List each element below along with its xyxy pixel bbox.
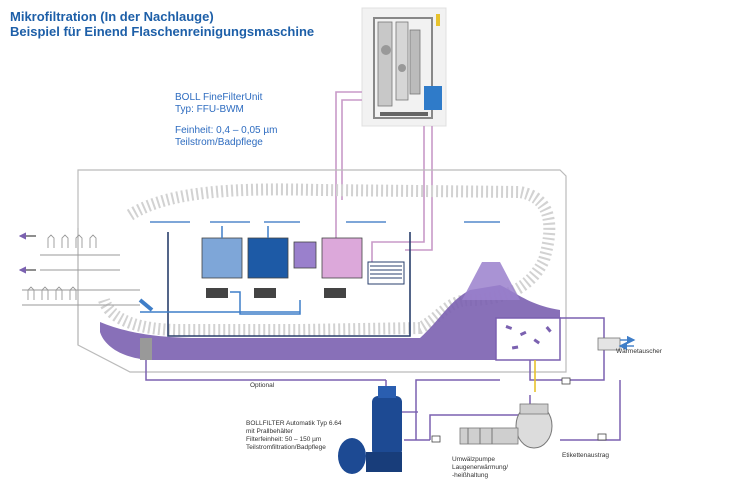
bottle-carrier-chain bbox=[98, 183, 556, 336]
zone-frame bbox=[167, 232, 411, 337]
tank-2 bbox=[247, 237, 289, 279]
infeed-paddle-icon bbox=[138, 298, 154, 312]
ffu-pipes bbox=[335, 91, 433, 282]
label-bollfilter-4: Teilstromfiltration/Badpflege bbox=[246, 444, 326, 451]
label-separator bbox=[495, 317, 561, 361]
label-pump-2: Laugenerwärmung/ bbox=[452, 464, 509, 471]
blue-pipes bbox=[140, 226, 301, 315]
labels-in-bath bbox=[505, 325, 552, 350]
tank-4 bbox=[321, 237, 363, 279]
heat-exchanger-icon bbox=[597, 335, 636, 351]
ffu-mode: Teilstrom/Badpflege bbox=[175, 137, 263, 148]
label-optional: Optional bbox=[250, 382, 275, 389]
lye-bath bbox=[100, 285, 560, 360]
ffu-name: BOLL FineFilterUnit bbox=[175, 92, 263, 103]
ffu-fineness: Feinheit: 0,4 – 0,05 µm bbox=[175, 125, 278, 136]
circulation-pump-icon bbox=[459, 403, 553, 449]
label-bollfilter-3: Filterfeinheit: 50 – 150 µm bbox=[246, 436, 322, 443]
title-line-1: Mikrofiltration (In der Nachlauge) bbox=[10, 9, 214, 24]
filter-box-icon bbox=[140, 338, 152, 360]
label-pump-3: -heißhaltung bbox=[452, 472, 489, 479]
tank-1 bbox=[201, 237, 243, 279]
bollfilter-icon bbox=[338, 386, 418, 474]
bottle-infeed-icon bbox=[22, 286, 140, 306]
fine-filter-unit-icon bbox=[361, 7, 447, 127]
label-bollfilter-2: mit Prallbehälter bbox=[246, 428, 293, 435]
instrument-icons bbox=[431, 377, 607, 443]
pump-icons bbox=[206, 288, 346, 298]
heat-exchanger-plates-icon bbox=[367, 261, 405, 285]
label-bollfilter-1: BOLLFILTER Automatik Typ 6.64 bbox=[246, 420, 342, 427]
optional-loop bbox=[145, 360, 387, 395]
title-line-2: Beispiel für Einend Flaschenreinigungsma… bbox=[10, 24, 315, 39]
bottle-outfeed-icon bbox=[40, 234, 120, 271]
ffu-type: Typ: FFU-BWM bbox=[175, 104, 244, 115]
label-pump-1: Umwälzpumpe bbox=[452, 456, 495, 463]
label-heat-exchanger: Wärmetauscher bbox=[616, 348, 662, 355]
tank-3 bbox=[293, 241, 317, 269]
label-label-discharge: Etikettenaustrag bbox=[562, 452, 609, 459]
spray-fan bbox=[462, 262, 520, 300]
